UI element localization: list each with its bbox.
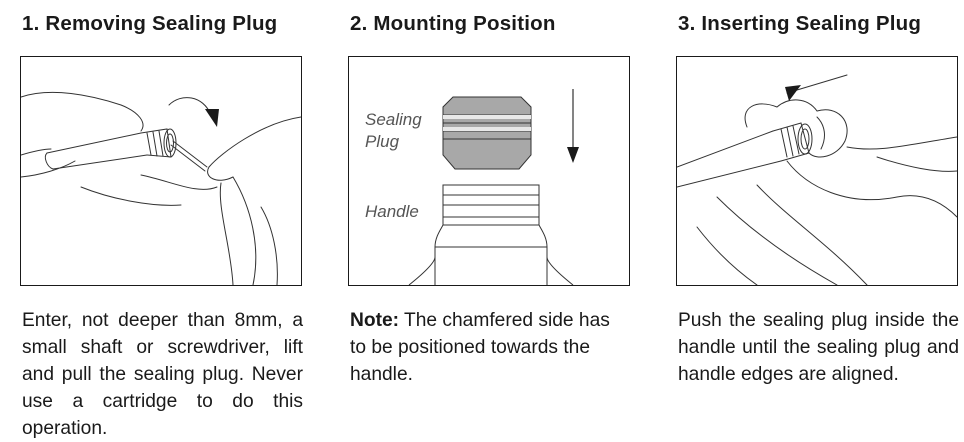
step-2-description: Note: The chamfered side has to be posit… xyxy=(350,307,631,388)
note-label: Note: xyxy=(350,310,400,331)
handle-shape xyxy=(408,184,574,285)
removing-plug-drawing xyxy=(21,91,301,285)
note-text: The chamfered side has to be positioned … xyxy=(350,310,610,385)
step-3-description: Push the sealing plug inside the handle … xyxy=(678,310,959,385)
label-plug: Plug xyxy=(365,132,400,151)
step-3-illustration xyxy=(676,56,958,286)
left-hand-outline xyxy=(21,91,144,132)
hand-fingers xyxy=(744,99,818,128)
inserting-plug-drawing xyxy=(677,74,957,285)
step-2-illustration: Sealing Plug Handle xyxy=(348,56,630,286)
handle-top xyxy=(677,130,774,168)
handle-shaft-bottom xyxy=(52,154,148,170)
step-1-heading: 1. Removing Sealing Plug xyxy=(22,12,278,35)
step-3-heading: 3. Inserting Sealing Plug xyxy=(678,12,922,35)
rotation-arrow-head xyxy=(205,109,219,127)
insert-arrow-head xyxy=(785,85,801,101)
label-sealing: Sealing xyxy=(365,110,422,129)
mounting-position-drawing: Sealing Plug Handle xyxy=(365,89,579,285)
handle-shaft-top xyxy=(46,132,142,154)
step-2-heading: 2. Mounting Position xyxy=(350,12,556,35)
rotation-arrow xyxy=(168,97,212,116)
handle-bottom xyxy=(677,160,782,188)
down-arrow-head xyxy=(567,147,579,163)
step-1-illustration xyxy=(20,56,302,286)
label-handle: Handle xyxy=(365,202,419,221)
sealing-plug-shape xyxy=(442,96,532,170)
right-hand-outline xyxy=(207,116,301,181)
step-1-description: Enter, not deeper than 8mm, a small shaf… xyxy=(22,310,303,439)
